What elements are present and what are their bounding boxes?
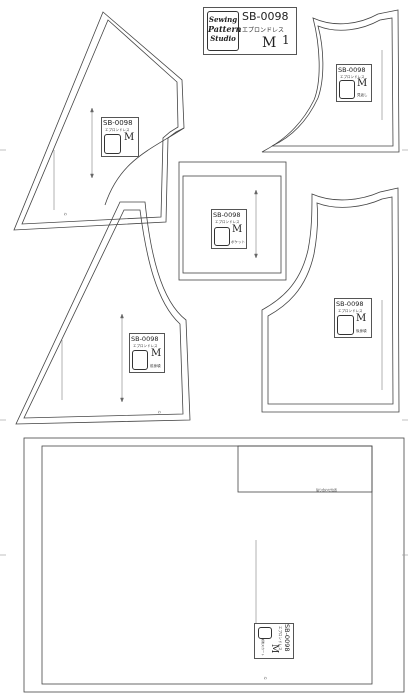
join-mark: 貼り合わせ位置 [316, 488, 338, 492]
logo-line3: Studio [210, 34, 236, 43]
piece-code: SB-0098 [338, 66, 366, 74]
label-front-bodice-top: SB-0098 エプロンドレス M [101, 117, 139, 157]
title-size: M [262, 35, 277, 51]
piece-size: M [232, 224, 243, 235]
armhole-curve-top [104, 127, 185, 206]
piece-name: エプロンドレス [215, 220, 240, 224]
piece-name: エプロンドレス [338, 309, 363, 313]
piece-back-top-outer [261, 9, 400, 153]
piece-front-bodice-top-outer [13, 11, 185, 231]
title-label: Sewing Pattern Studio SB-0098 エプロンドレス M … [203, 7, 297, 55]
piece-name: エプロンドレス [133, 344, 158, 348]
fold-mark-left: わ [64, 212, 68, 216]
piece-size: M [151, 348, 162, 359]
piece-code: SB-0098 [103, 119, 133, 127]
pocket-outer [178, 161, 287, 281]
piece-name: エプロンドレス [340, 75, 365, 79]
piece-code: SB-0098 [131, 335, 159, 343]
logo-line1: Sewing [208, 15, 238, 24]
logo-icon [214, 227, 230, 246]
piece-part: 後身頃 [356, 329, 367, 333]
skirt-inner [41, 445, 373, 685]
piece-back-bottom-inner [267, 196, 394, 405]
label-back-bodice-top: SB-0098 エプロンドレス M 見返し [336, 64, 372, 102]
logo-icon [104, 134, 121, 154]
piece-code: SB-0098 [336, 300, 364, 308]
piece-size: M [124, 132, 135, 143]
logo-line2: Pattern [208, 24, 242, 34]
pocket-inner [182, 175, 282, 274]
skirt-outer [23, 437, 405, 693]
logo-icon [337, 315, 354, 335]
piece-size: M [356, 313, 367, 324]
skirt-join-box [237, 445, 373, 493]
piece-front-bodice-bottom-outer [15, 201, 191, 425]
piece-code: SB-0098 [213, 211, 241, 219]
logo-icon [339, 80, 355, 99]
fold-mark-skirt: わ [264, 676, 268, 680]
title-code: SB-0098 [242, 10, 289, 23]
fold-mark-mid: わ [158, 410, 162, 414]
logo-icon [258, 627, 272, 639]
piece-part: 前後スカート [261, 638, 265, 657]
piece-size: M [269, 644, 279, 654]
piece-size: M [357, 78, 368, 89]
title-name: エプロンドレス [242, 27, 285, 34]
piece-part: 前身頃 [150, 364, 161, 368]
piece-part: 見返し [357, 93, 368, 97]
piece-back-top-inner [271, 17, 394, 147]
logo-badge: Sewing Pattern Studio [207, 11, 242, 51]
piece-name: エプロンドレス [105, 128, 130, 132]
piece-back-bottom-outer [261, 187, 400, 413]
label-front-bodice-bottom: SB-0098 エプロンドレス M 前身頃 [129, 333, 165, 373]
piece-part: ポケット [231, 240, 245, 244]
label-skirt: SB-0098 エプロンドレス M 前後スカート [254, 623, 294, 659]
piece-front-bodice-bottom-inner [23, 209, 184, 419]
label-back-bodice-bottom: SB-0098 エプロンドレス M 後身頃 [334, 298, 372, 338]
piece-code: SB-0098 [283, 624, 291, 652]
piece-front-bodice-top-inner [21, 19, 179, 225]
title-page: 1 [282, 33, 290, 47]
label-pocket: SB-0098 エプロンドレス M ポケット [211, 209, 247, 249]
logo-icon [132, 350, 148, 370]
